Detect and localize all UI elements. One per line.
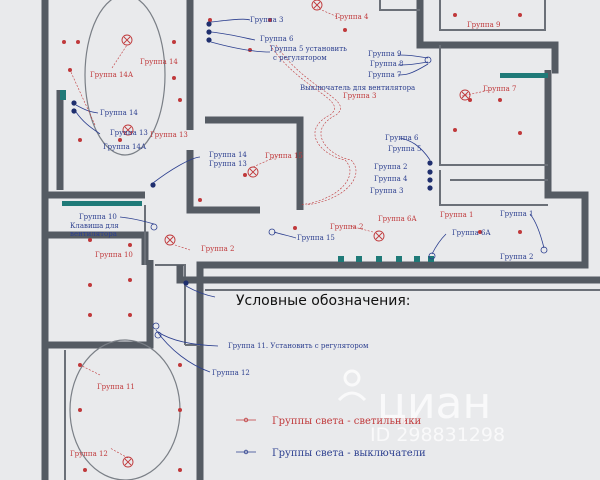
label-group-2-light-right: Группа 2 xyxy=(330,223,363,231)
watermark-id: ID 298831298 xyxy=(370,424,505,446)
label-group-14-light: Группа 14 xyxy=(140,58,178,66)
light-wiring xyxy=(69,7,491,459)
switch-label-group-6-right: Группа 6 xyxy=(385,134,419,142)
switch-label-group-1: Группа 1 xyxy=(500,210,533,218)
switch-label-group-10: Группа 10 xyxy=(79,213,117,221)
label-group-12-light: Группа 12 xyxy=(70,450,108,458)
label-group-11-light: Группа 11 xyxy=(97,383,135,391)
label-group-7-light: Группа 7 xyxy=(483,85,516,93)
curved-track-2 xyxy=(275,44,357,206)
watermark-brand: циан xyxy=(377,378,491,429)
label-group-14a-light: Группа 14А xyxy=(90,71,134,79)
switch-label-group-3-right: Группа 3 xyxy=(370,187,403,195)
switch-label-group-8: Группа 8 xyxy=(370,60,403,68)
switch-label-group-2-right: Группа 2 xyxy=(374,163,407,171)
switch-label-group-4-right: Группа 4 xyxy=(374,175,408,183)
switch-label-group-13-center: Группа 13 xyxy=(209,160,247,168)
label-group-13-light: Группа 13 xyxy=(150,131,188,139)
switch-label-group-7: Группа 7 xyxy=(368,71,401,79)
legend-lights-text: Группы света - светильники xyxy=(272,416,421,427)
walls xyxy=(41,0,600,480)
legend: Условные обозначения: Группы света - све… xyxy=(236,293,426,459)
switch-label-group-5: Группа 5 установить xyxy=(270,45,347,53)
label-group-1-light: Группа 1 xyxy=(440,211,473,219)
label-group-4-light: Группа 4 xyxy=(335,13,369,21)
switch-label-group-15: Группа 15 xyxy=(297,234,335,242)
switch-label-fan-key-2: вентилятора xyxy=(70,230,117,238)
switch-label-group-6a: Группа 6А xyxy=(452,229,491,237)
switch-clusters xyxy=(71,21,433,286)
switch-label-group-14-left: Группа 14 xyxy=(100,109,138,117)
switch-label-fan: Выключатель для вентилятора xyxy=(300,84,415,92)
switch-label-group-11: Группа 11. Установить с регулятором xyxy=(228,342,369,350)
ceiling-ellipse-top-left xyxy=(84,0,166,156)
switch-label-regulator: с регулятором xyxy=(273,54,327,62)
watermark: циан ID 298831298 xyxy=(337,369,505,446)
legend-switch-row: Группы света - выключатели xyxy=(236,448,426,459)
legend-light-row: Группы света - светильники xyxy=(236,416,421,427)
switch-label-group-14a: Группа 14А xyxy=(103,143,147,151)
switch-group-labels: Группа 3 Группа 6 Группа 5 установить с … xyxy=(70,16,533,377)
curved-track xyxy=(269,44,351,206)
label-group-9-light: Группа 9 xyxy=(467,21,500,29)
watermark-logo-icon xyxy=(337,369,367,402)
switch-label-group-5-right: Группа 5 xyxy=(388,145,421,153)
switch-label-group-2-bottom-right: Группа 2 xyxy=(500,253,533,261)
label-group-15-light: Группа 15 xyxy=(265,152,303,160)
switch-label-group-14-center: Группа 14 xyxy=(209,151,247,159)
legend-title: Условные обозначения: xyxy=(236,293,410,309)
label-group-10-light: Группа 10 xyxy=(95,251,133,259)
switch-label-group-3-top: Группа 3 xyxy=(250,16,283,24)
light-group-labels: Группа 14 Группа 14А Группа 13 Группа 4 … xyxy=(70,13,516,458)
legend-switches-text: Группы света - выключатели xyxy=(272,448,426,459)
label-group-3-light: Группа 3 xyxy=(343,92,376,100)
switch-label-group-12: Группа 12 xyxy=(212,369,250,377)
switch-label-group-9: Группа 9 xyxy=(368,50,401,58)
switch-label-fan-key-1: Клавиша для xyxy=(70,222,119,230)
light-fixtures xyxy=(62,13,522,472)
switch-label-group-6-top: Группа 6 xyxy=(260,35,294,43)
label-group-2-light-left: Группа 2 xyxy=(201,245,234,253)
switch-label-group-13-left: Группа 13 xyxy=(110,129,148,137)
label-group-6a-light: Группа 6А xyxy=(378,215,417,223)
switch-wiring xyxy=(75,18,545,373)
